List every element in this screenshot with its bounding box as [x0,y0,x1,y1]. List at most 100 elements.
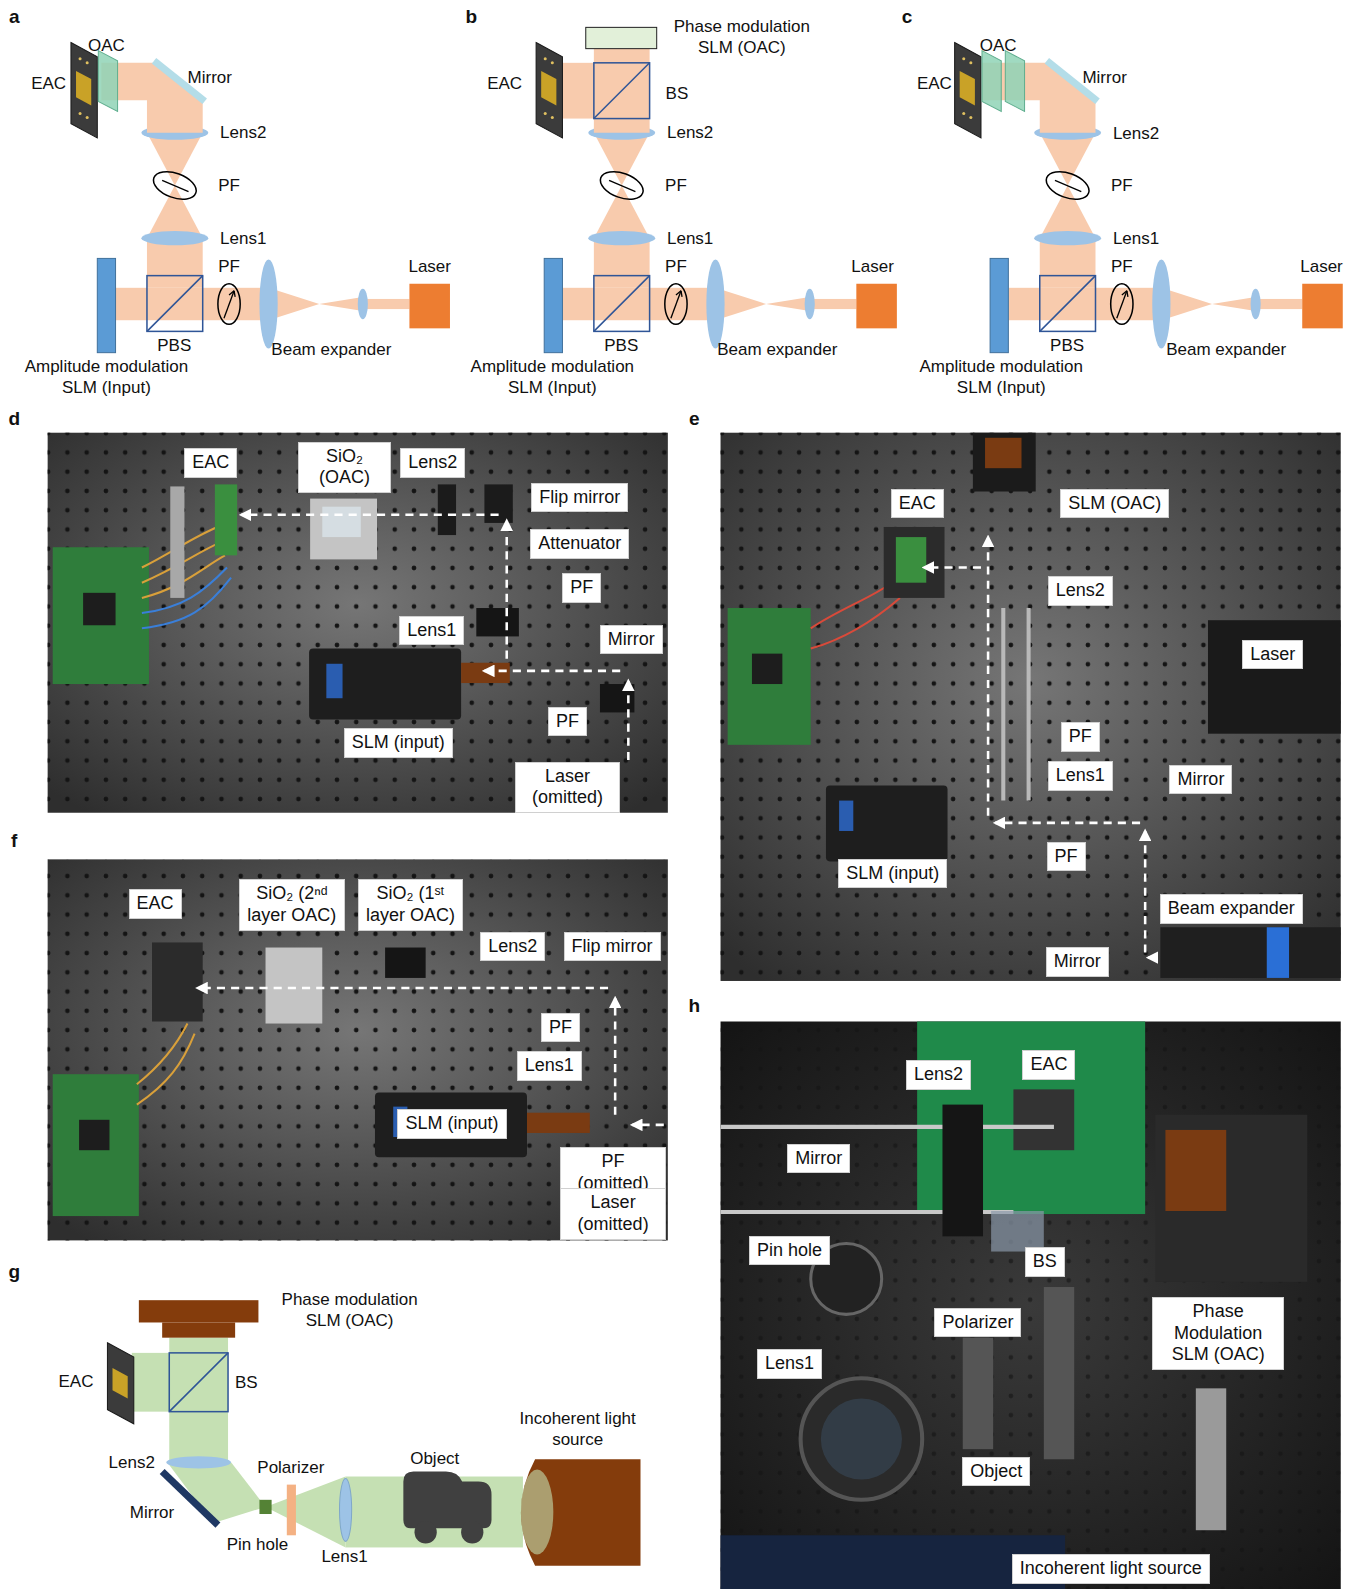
post [170,486,184,597]
photo-label: SiO₂ (1ˢᵗ layer OAC) [358,879,463,930]
label-text: EAC [192,452,229,474]
chip [752,654,782,684]
photo-label: Lens2 [1048,576,1113,606]
part-label: Laser [1300,256,1343,277]
part-label: Lens2 [109,1452,155,1473]
label-text: Lens2 [408,452,457,474]
lens-glass [821,1398,902,1479]
lens-mount [801,1378,923,1500]
label-text: Beam expander [1168,898,1295,920]
label-text: PF [1055,846,1078,868]
photo-label: SiO₂ (OAC) [298,442,391,493]
photo-d [48,433,668,813]
part-label: Lens2 [1113,123,1159,144]
oac-sample [322,507,361,537]
beam-splitter [169,1353,228,1412]
photo-h [721,1022,1341,1589]
label-text: Lens1 [1056,765,1105,787]
oac-layer [1005,51,1024,112]
label-text: Attenuator [538,533,621,555]
object-car [403,1471,491,1528]
part-label: PF [665,256,687,277]
panel-letter: c [902,5,913,29]
beam-arrow [198,988,664,1125]
lens-mount [438,484,456,535]
table-holes [48,859,668,1240]
phase-slm [139,1300,259,1322]
part-label: Lens2 [220,122,266,143]
photo-label: Attenuator [530,529,629,559]
beam-expander [1160,927,1340,978]
chip [83,593,115,625]
beam [132,1353,169,1412]
photo-label: Laser (omitted) [560,1188,665,1239]
lens-symbol [340,1479,352,1542]
rail [1001,608,1005,801]
label-text: SLM (input) [405,1113,498,1135]
panel-letter: h [688,994,700,1018]
photo-label: Object [962,1457,1030,1487]
label-text: SLM (input) [846,863,939,885]
photo-f [48,859,668,1240]
photo-label: Incoherent light source [1012,1554,1210,1584]
label-text: Lens2 [1056,580,1105,602]
laser-box [1208,620,1341,734]
part-label: Amplitude modulation SLM (Input) [905,356,1098,399]
part-label: Mirror [130,1502,174,1523]
beam-splitter [594,63,650,119]
slm-box [375,1092,527,1157]
part-label: Amplitude modulation SLM (Input) [10,356,203,399]
eac-chip [536,43,562,138]
label-text: PF [570,577,593,599]
beam-arrow [924,537,1155,958]
part-label: BS [235,1372,258,1393]
eac-chip [107,1343,133,1424]
ribbon-cable [527,1113,590,1133]
photo-label: Pin hole [749,1236,830,1266]
part-label: Lens1 [220,228,266,249]
part-label: Object [410,1448,459,1469]
photo-label: Mirror [600,625,663,655]
label-text: Mirror [795,1148,842,1170]
eac-mount [152,942,203,1021]
label-text: Lens1 [407,620,456,642]
label-text: SiO₂ (OAC) [306,446,383,489]
slm-oac [973,433,1036,492]
photo-label: Lens1 [399,616,464,646]
bs-cube [991,1211,1044,1252]
ribbon-cable [461,663,510,683]
part-label: OAC [88,35,125,56]
table-holes [721,1022,1341,1589]
fpga-board [728,608,811,745]
photo-label: Lens2 [480,932,545,962]
label-text: Lens1 [765,1353,814,1375]
part-label: OAC [980,35,1017,56]
oac-layer [982,51,1001,112]
part-label: Laser [851,256,894,277]
label-text: Flip mirror [539,487,620,509]
phase-slm [162,1322,235,1337]
beam-splitter [594,63,650,119]
photo-label: Lens1 [757,1349,822,1379]
label-text: Flip mirror [572,936,653,958]
part-label: PF [1111,175,1133,196]
eac-board [896,537,926,583]
post [1044,1287,1074,1459]
photo-label: Lens1 [517,1051,582,1081]
panel-letter: b [465,5,477,29]
part-label: Mirror [1082,67,1126,88]
part-label: PF [218,256,240,277]
photo-label: SLM (input) [397,1109,506,1139]
photo-label: BS [1025,1247,1065,1277]
rail [721,1125,1054,1129]
photo-label: EAC [184,448,237,478]
part-label: BS [666,83,689,104]
beam-arrow [241,515,628,760]
label-text: EAC [1030,1054,1067,1076]
schematic-c [955,43,1343,353]
light-source [521,1459,641,1565]
part-label: Lens1 [667,228,713,249]
eac-board [215,484,237,555]
part-label: PF [218,175,240,196]
label-text: Incoherent light source [1020,1558,1202,1580]
